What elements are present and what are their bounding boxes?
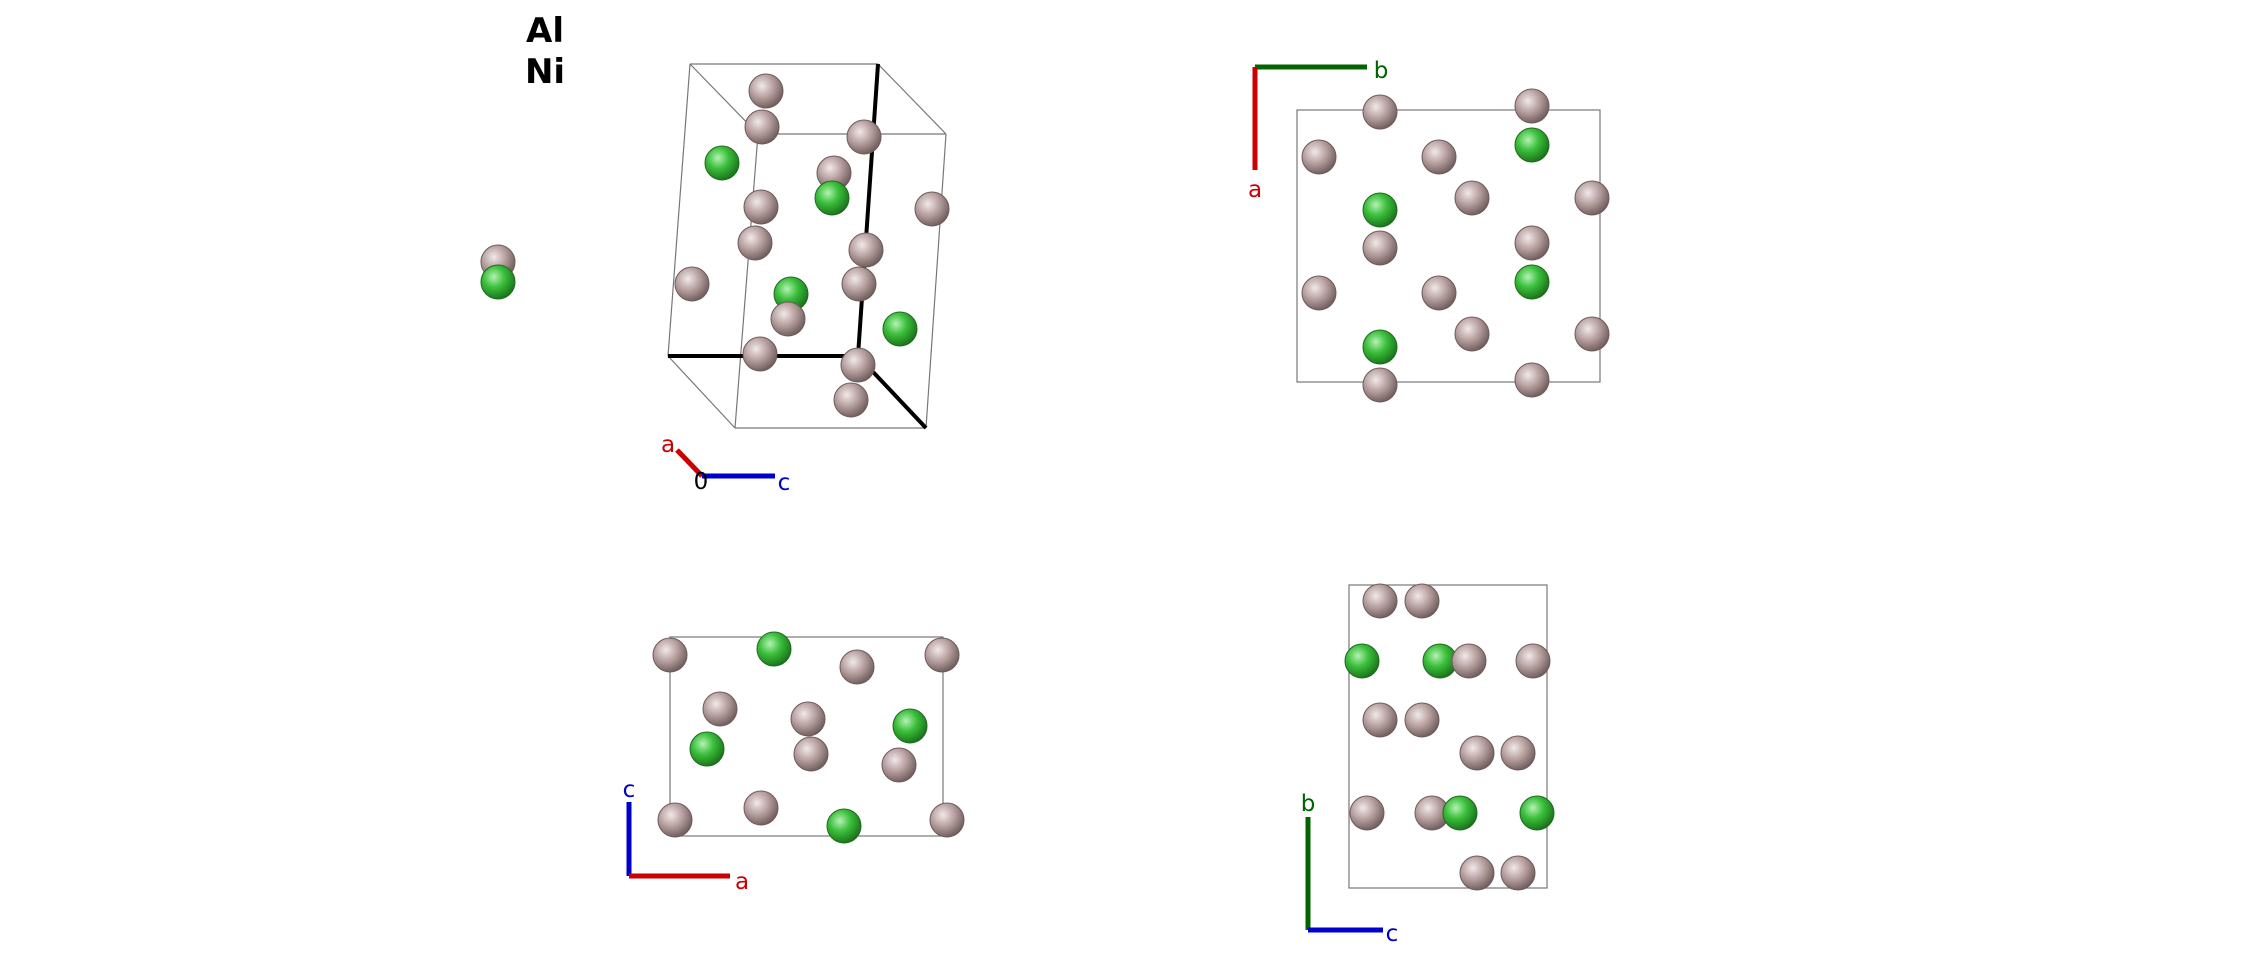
al-atom	[1514, 225, 1550, 261]
ni-atom	[814, 180, 850, 216]
atoms-perspective	[674, 73, 950, 418]
atoms-top-view	[1301, 88, 1610, 403]
al-atom	[1574, 316, 1610, 352]
unit-cell-frame	[1348, 584, 1548, 889]
ni-atom	[1442, 795, 1478, 831]
ni-atom	[689, 731, 725, 767]
axis-origin-label: 0	[694, 469, 709, 495]
axis-c-label: c	[778, 470, 791, 496]
top-view-ab: b a	[1248, 58, 1610, 403]
ni-atom	[882, 311, 918, 347]
al-atom	[1500, 855, 1536, 891]
al-atom	[1421, 275, 1457, 311]
ni-atom	[892, 708, 928, 744]
ni-atom	[704, 145, 740, 181]
al-atom	[743, 790, 779, 826]
al-atom	[790, 701, 826, 737]
axis-c-label: c	[1386, 921, 1399, 947]
ni-atom	[1344, 643, 1380, 679]
al-atom	[1362, 583, 1398, 619]
ni-atom	[480, 264, 516, 300]
al-atom	[1574, 180, 1610, 216]
al-atom	[1301, 139, 1337, 175]
axis-triad-ac: c a	[623, 777, 749, 895]
al-atom	[881, 747, 917, 783]
al-atom	[748, 73, 784, 109]
al-atom	[1404, 702, 1440, 738]
al-atom	[652, 637, 688, 673]
ni-atom	[1519, 795, 1555, 831]
al-atom	[744, 109, 780, 145]
al-atom	[1362, 230, 1398, 266]
al-atom	[1301, 275, 1337, 311]
al-atom	[839, 649, 875, 685]
axis-triad-bc: b c	[1301, 791, 1399, 947]
ni-atom	[1362, 192, 1398, 228]
axis-a-label: a	[1248, 177, 1262, 203]
axis-b-label: b	[1301, 791, 1316, 817]
al-atom	[1451, 643, 1487, 679]
axis-c-label: c	[623, 777, 636, 803]
al-atom	[1454, 316, 1490, 352]
axis-triad-perspective: a 0 c	[661, 432, 790, 496]
al-atom	[1454, 180, 1490, 216]
al-atom	[1514, 88, 1550, 124]
perspective-view: a 0 c	[661, 63, 950, 496]
al-atom	[1362, 367, 1398, 403]
atoms-side-view	[1344, 583, 1555, 891]
side-view-bc: b c	[1301, 583, 1555, 947]
al-atom	[1459, 735, 1495, 771]
unit-cell-frame	[1296, 109, 1601, 383]
al-atom	[929, 802, 965, 838]
al-atom	[770, 301, 806, 337]
al-atom	[674, 266, 710, 302]
unit-cell-frame	[669, 636, 944, 837]
legend: Al Ni	[525, 11, 565, 92]
al-atom	[742, 336, 778, 372]
al-atom	[1459, 855, 1495, 891]
al-atom	[1362, 94, 1398, 130]
edge-atoms	[480, 244, 516, 300]
front-view-ac: c a	[623, 631, 965, 895]
al-atom	[841, 266, 877, 302]
al-atom	[924, 637, 960, 673]
al-atom	[1349, 795, 1385, 831]
legend-ni-label: Ni	[525, 52, 565, 92]
al-atom	[657, 802, 693, 838]
axis-a-label: a	[661, 432, 675, 458]
legend-al-label: Al	[526, 11, 564, 51]
al-atom	[833, 382, 869, 418]
al-atom	[1500, 735, 1536, 771]
al-atom	[737, 225, 773, 261]
al-atom	[914, 191, 950, 227]
axis-triad-ab: b a	[1248, 58, 1388, 203]
al-atom	[793, 736, 829, 772]
al-atom	[1362, 702, 1398, 738]
ni-atom	[1514, 264, 1550, 300]
ni-atom	[1514, 127, 1550, 163]
unit-cell-front-edges	[668, 63, 928, 430]
al-atom	[1515, 643, 1551, 679]
al-atom	[1514, 362, 1550, 398]
al-atom	[743, 189, 779, 225]
axis-a-label: a	[735, 869, 749, 895]
unit-cell-frame	[667, 63, 947, 429]
al-atom	[848, 232, 884, 268]
al-atom	[1404, 583, 1440, 619]
al-atom	[840, 347, 876, 383]
al-atom	[702, 691, 738, 727]
al-atom	[1421, 139, 1457, 175]
al-atom	[846, 119, 882, 155]
ni-atom	[1362, 329, 1398, 365]
axis-a-line	[675, 448, 704, 478]
atoms-front-view	[652, 631, 965, 844]
ni-atom	[756, 631, 792, 667]
ni-atom	[826, 808, 862, 844]
axis-b-label: b	[1374, 58, 1389, 84]
